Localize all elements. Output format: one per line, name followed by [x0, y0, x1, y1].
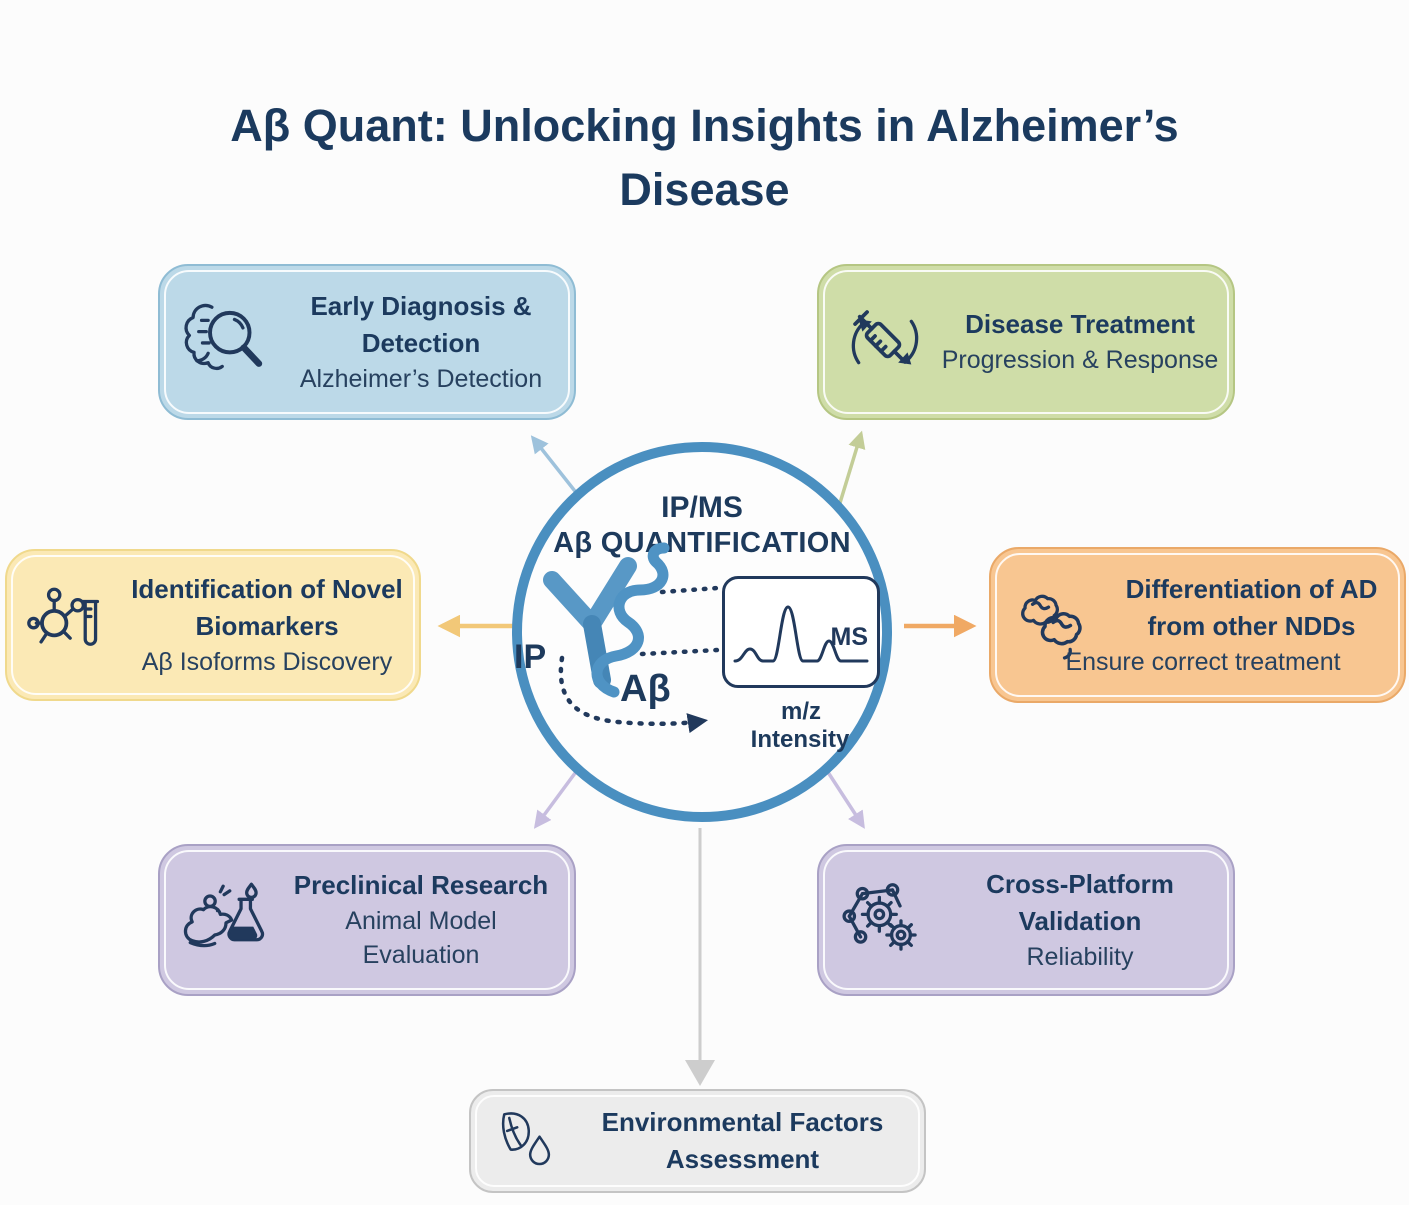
- leaf-drop-icon: [485, 1105, 571, 1177]
- abeta-label: Aβ: [620, 668, 671, 710]
- center-circle: IP/MS Aβ QUANTIFICATION IP Aβ: [512, 442, 892, 822]
- card-title: Preclinical Research: [293, 870, 549, 901]
- network-gears-icon: [833, 873, 937, 967]
- card-text: Differentiation of AD from other NDDs En…: [1065, 571, 1390, 679]
- page-title: Aβ Quant: Unlocking Insights in Alzheime…: [230, 100, 1179, 215]
- card-title: Disease Treatment: [965, 309, 1195, 340]
- card-disease-treatment: Disease Treatment Progression & Response: [817, 264, 1235, 420]
- card-text: Disease Treatment Progression & Response: [941, 306, 1219, 377]
- card-text: Identification of Novel Biomarkers Aβ Is…: [129, 571, 405, 679]
- card-text: Environmental Factors Assessment: [575, 1104, 910, 1178]
- center-heading-line1: IP/MS: [661, 491, 743, 524]
- card-cross-platform: Cross-Platform Validation Reliability: [817, 844, 1235, 996]
- dotted-curved-arrow: [558, 655, 709, 734]
- abeta-peptide-squiggle: [591, 542, 670, 698]
- dotted-connector-bottom: [639, 647, 721, 657]
- card-subtitle: Reliability: [1026, 942, 1134, 971]
- intensity-axis-label: Intensity: [750, 726, 850, 753]
- card-title: Identification of Novel Biomarkers: [131, 573, 403, 641]
- card-subtitle: Aβ Isoforms Discovery: [141, 647, 393, 676]
- card-text: Early Diagnosis & Detection Alzheimer’s …: [282, 288, 560, 396]
- molecule-testtube-icon: [21, 578, 125, 672]
- ms-spectrum-box: MS: [722, 576, 880, 688]
- dotted-connector-top: [659, 585, 721, 595]
- card-subtitle: Alzheimer’s Detection: [299, 364, 543, 393]
- mz-axis-label: m/z: [780, 698, 821, 725]
- center-heading: IP/MS Aβ QUANTIFICATION: [522, 490, 882, 561]
- brain-magnifier-icon: [174, 295, 278, 389]
- arrow-to-cross-platform: [820, 762, 865, 829]
- card-subtitle: Animal Model Evaluation: [345, 906, 497, 970]
- card-differentiation-ad: Differentiation of AD from other NDDs En…: [989, 547, 1406, 703]
- antibody-y-icon: [543, 557, 637, 689]
- syringe-cycle-icon: [833, 295, 937, 389]
- card-title: Environmental Factors Assessment: [601, 1107, 884, 1174]
- mouse-flask-icon: [174, 873, 278, 967]
- card-environmental-factors: Environmental Factors Assessment: [469, 1089, 926, 1193]
- ip-label: IP: [514, 638, 547, 676]
- card-title: Cross-Platform Validation: [986, 868, 1174, 936]
- ms-label: MS: [830, 623, 869, 651]
- card-text: Cross-Platform Validation Reliability: [941, 866, 1219, 974]
- ip-ms-illustration: [543, 542, 721, 734]
- card-preclinical-research: Preclinical Research Animal Model Evalua…: [158, 844, 576, 996]
- card-title: Differentiation of AD from other NDDs: [1125, 573, 1378, 641]
- center-heading-line2: Aβ QUANTIFICATION: [553, 527, 851, 559]
- card-title: Early Diagnosis & Detection: [310, 290, 532, 358]
- card-early-diagnosis: Early Diagnosis & Detection Alzheimer’s …: [158, 264, 576, 420]
- ms-spectrum-curve: [733, 605, 869, 663]
- card-subtitle: Ensure correct treatment: [1065, 647, 1341, 676]
- two-brains-icon: [1005, 578, 1109, 672]
- card-subtitle: Progression & Response: [941, 346, 1219, 375]
- card-novel-biomarkers: Identification of Novel Biomarkers Aβ Is…: [5, 549, 421, 701]
- arrow-to-environmental-head: [685, 1060, 715, 1086]
- card-text: Preclinical Research Animal Model Evalua…: [282, 867, 560, 973]
